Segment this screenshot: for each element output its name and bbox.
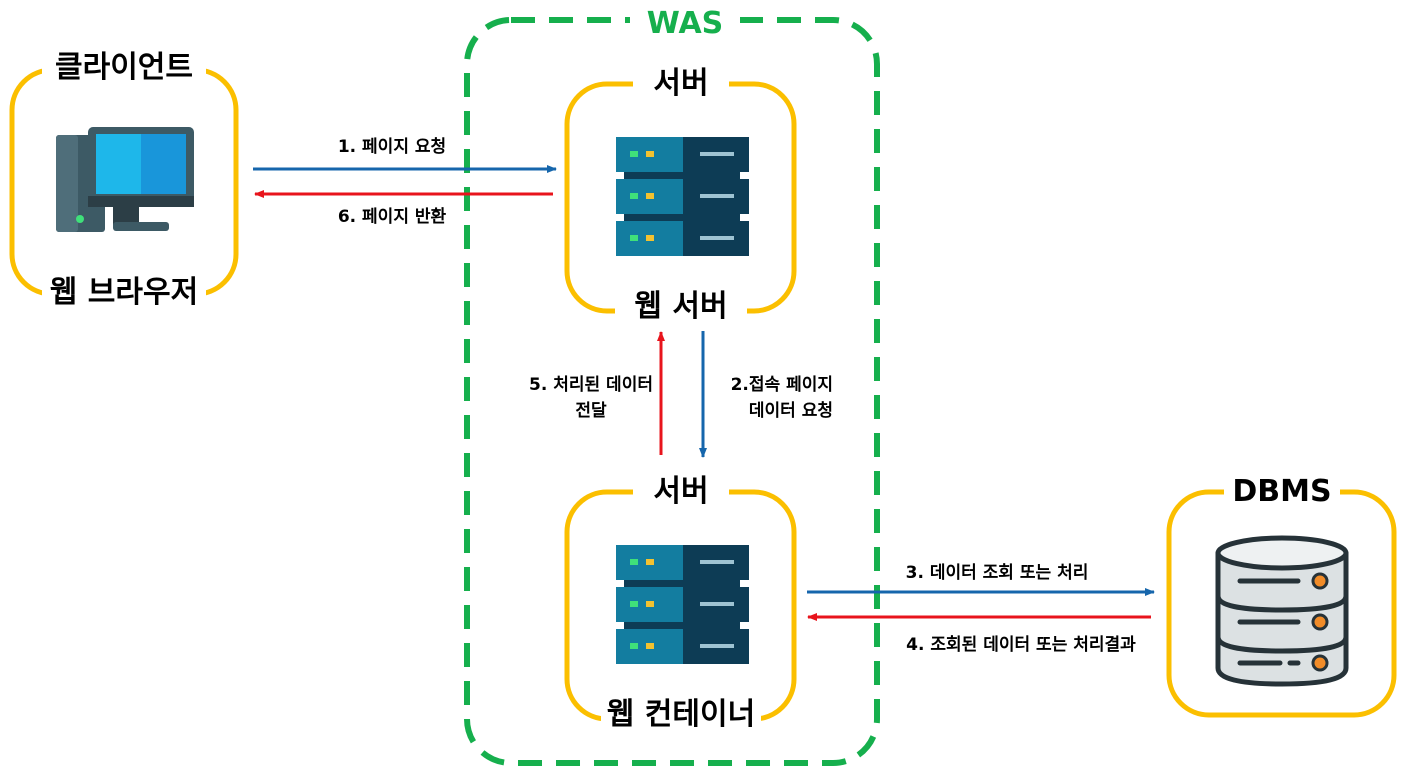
arrow-label-step2-line1: 2.접속 페이지: [731, 375, 833, 395]
was-container: WAS: [464, 4, 880, 766]
web-container-box: 서버 웹 컨테이너: [564, 471, 797, 735]
arrow-label-step4: 4. 조회된 데이터 또는 처리결과: [906, 635, 1136, 655]
web-container-subtitle: 웹 컨테이너: [607, 697, 755, 732]
desktop-computer-icon: [56, 127, 194, 232]
client-box: 클라이언트 웹 브라우저: [9, 48, 239, 312]
web-container-title: 서버: [653, 474, 708, 509]
arrow-label-step3: 3. 데이터 조회 또는 처리: [906, 563, 1089, 583]
was-title: WAS: [647, 6, 724, 41]
client-title: 클라이언트: [55, 50, 193, 85]
server-rack-icon: [616, 545, 749, 664]
web-server-subtitle: 웹 서버: [634, 289, 727, 324]
arrow-label-step2-line2: 데이터 요청: [749, 400, 833, 421]
dbms-title: DBMS: [1232, 474, 1331, 509]
arrow-label-step5-line1: 5. 처리된 데이터: [529, 375, 653, 395]
server-rack-icon: [616, 137, 749, 256]
client-subtitle: 웹 브라우저: [50, 275, 198, 310]
dbms-box: DBMS: [1166, 471, 1397, 718]
arrow-label-step6: 6. 페이지 반환: [338, 207, 447, 227]
database-icon: [1215, 535, 1349, 687]
web-server-box: 서버 웹 서버: [564, 63, 797, 327]
arrow-label-step5-line2: 전달: [575, 400, 607, 421]
web-server-title: 서버: [653, 66, 708, 101]
arrow-label-step1: 1. 페이지 요청: [338, 136, 446, 157]
